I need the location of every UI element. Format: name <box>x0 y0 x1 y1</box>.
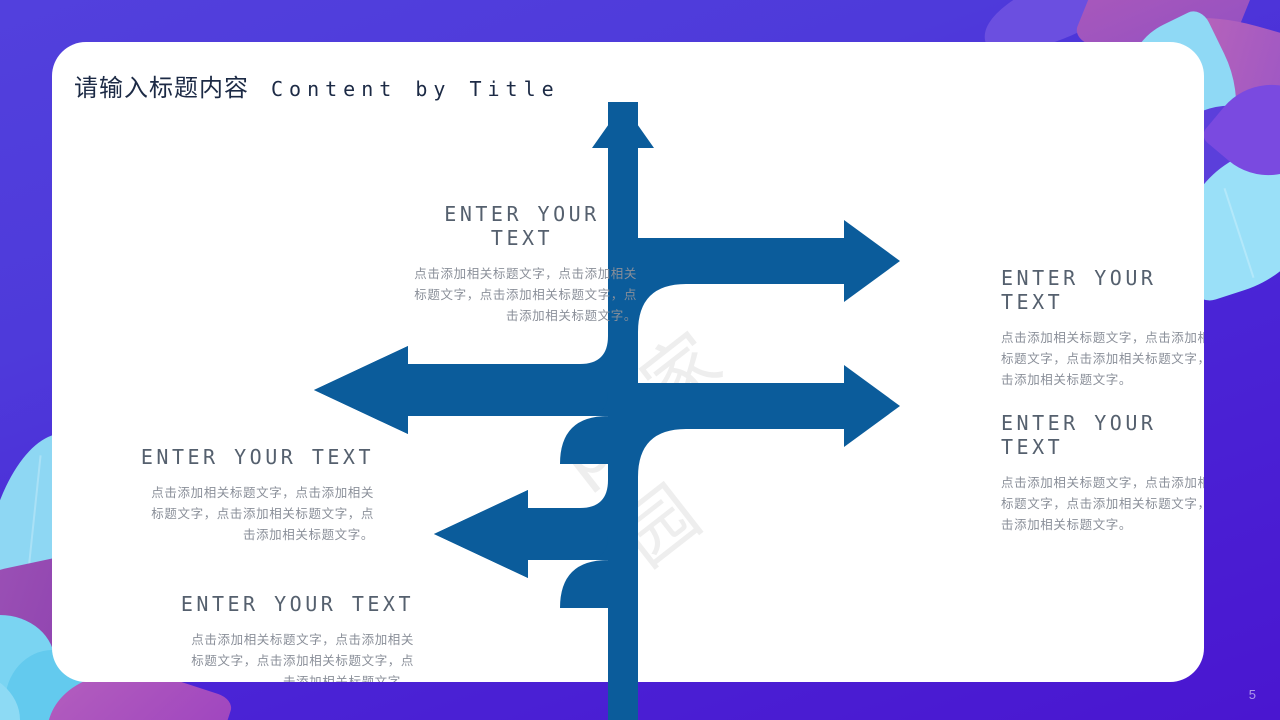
block-body: 点击添加相关标题文字，点击添加相关标题文字，点击添加相关标题文字，点击添加相关标… <box>191 633 414 682</box>
arrow-left-upper-shape <box>314 336 608 434</box>
text-block-right-lower: ENTER YOUR TEXT 点击添加相关标题文字，点击添加相关标题文字，点击… <box>1001 411 1204 536</box>
block-body: 点击添加相关标题文字，点击添加相关标题文字，点击添加相关标题文字，点击添加相关标… <box>151 486 374 542</box>
slide-card: 请输入标题内容 Content by Title ppt家园 <box>52 42 1204 682</box>
leaf-vein <box>24 455 42 600</box>
page-number: 5 <box>1248 687 1256 702</box>
arrow-left-upper-fillet <box>560 364 608 464</box>
text-block-right-upper: ENTER YOUR TEXT 点击添加相关标题文字，点击添加相关标题文字，点击… <box>1001 266 1204 391</box>
arrow-right-upper-fillet <box>638 238 686 332</box>
page-title-en: Content by Title <box>271 77 560 101</box>
text-block-top: ENTER YOUR TEXT 点击添加相关标题文字，点击添加相关标题文字，点击… <box>407 202 637 327</box>
arrow-diagram <box>314 102 900 682</box>
arrow-right-upper <box>638 220 900 312</box>
page-title: 请输入标题内容 Content by Title <box>74 68 560 103</box>
block-heading: ENTER YOUR TEXT <box>444 202 600 250</box>
arrow-left-lower-shape <box>434 480 608 578</box>
trunk-joint <box>608 102 638 682</box>
leaf-vein <box>1223 187 1255 279</box>
block-body: 点击添加相关标题文字，点击添加相关标题文字，点击添加相关标题文字，点击添加相关标… <box>414 267 637 323</box>
block-heading: ENTER YOUR TEXT <box>140 445 374 469</box>
block-body: 点击添加相关标题文字，点击添加相关标题文字，点击添加相关标题文字，点击添加相关标… <box>1001 476 1204 532</box>
arrow-left-lower-fillet <box>560 508 608 608</box>
block-heading: ENTER YOUR TEXT <box>1001 266 1157 314</box>
page-title-cn: 请输入标题内容 <box>74 75 249 102</box>
leaf-icon <box>1199 59 1280 201</box>
flower-petal <box>0 615 55 710</box>
text-block-left-lower: ENTER YOUR TEXT 点击添加相关标题文字，点击添加相关标题文字，点击… <box>180 592 414 682</box>
arrow-trunk-overflow <box>608 682 638 720</box>
block-heading: ENTER YOUR TEXT <box>1001 411 1157 459</box>
block-body: 点击添加相关标题文字，点击添加相关标题文字，点击添加相关标题文字，点击添加相关标… <box>1001 331 1204 387</box>
text-block-left-upper: ENTER YOUR TEXT 点击添加相关标题文字，点击添加相关标题文字，点击… <box>140 445 374 546</box>
block-heading: ENTER YOUR TEXT <box>180 592 414 616</box>
arrow-right-lower-fillet <box>638 383 686 477</box>
flower-petal <box>0 670 20 720</box>
arrow-right-lower <box>638 365 900 457</box>
